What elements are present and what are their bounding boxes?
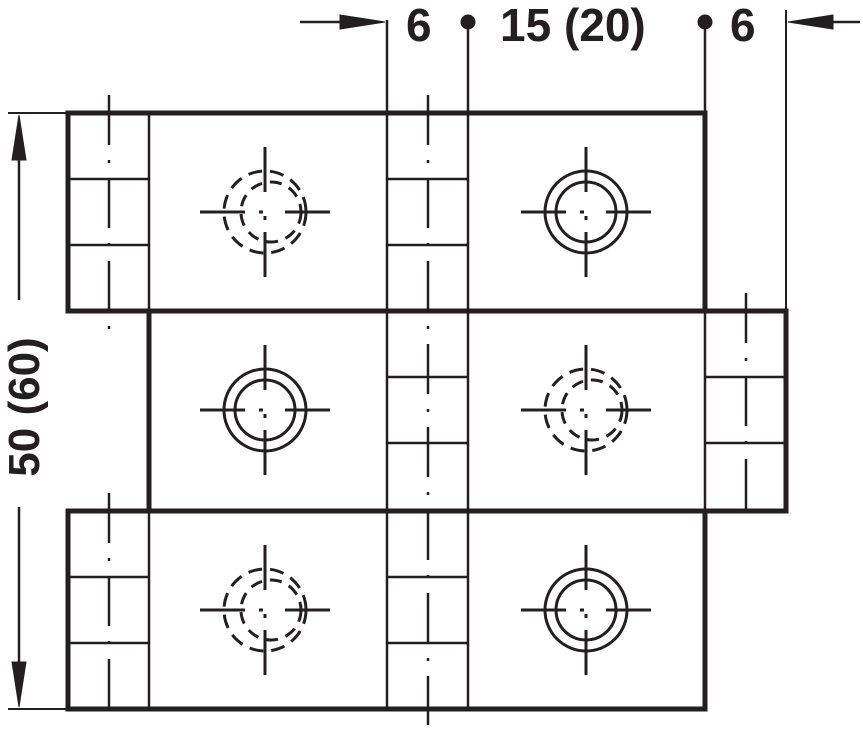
hinge-body	[65, 10, 789, 712]
dimension-right-6: 6	[730, 0, 756, 51]
hole-top-left	[198, 145, 332, 279]
dimension-left-6: 6	[406, 0, 432, 51]
vertical-dimension	[8, 112, 68, 710]
dimension-vertical: 50 (60)	[0, 337, 49, 477]
center-lines	[107, 95, 748, 725]
hole-middle-right	[519, 343, 653, 477]
hole-bottom-right	[519, 543, 653, 677]
hole-top-right	[519, 145, 653, 279]
hole-bottom-left	[198, 543, 332, 677]
top-dimension	[300, 14, 860, 30]
dimension-middle: 15 (20)	[500, 0, 646, 51]
hole-middle-left	[198, 343, 332, 477]
holes	[198, 145, 653, 677]
